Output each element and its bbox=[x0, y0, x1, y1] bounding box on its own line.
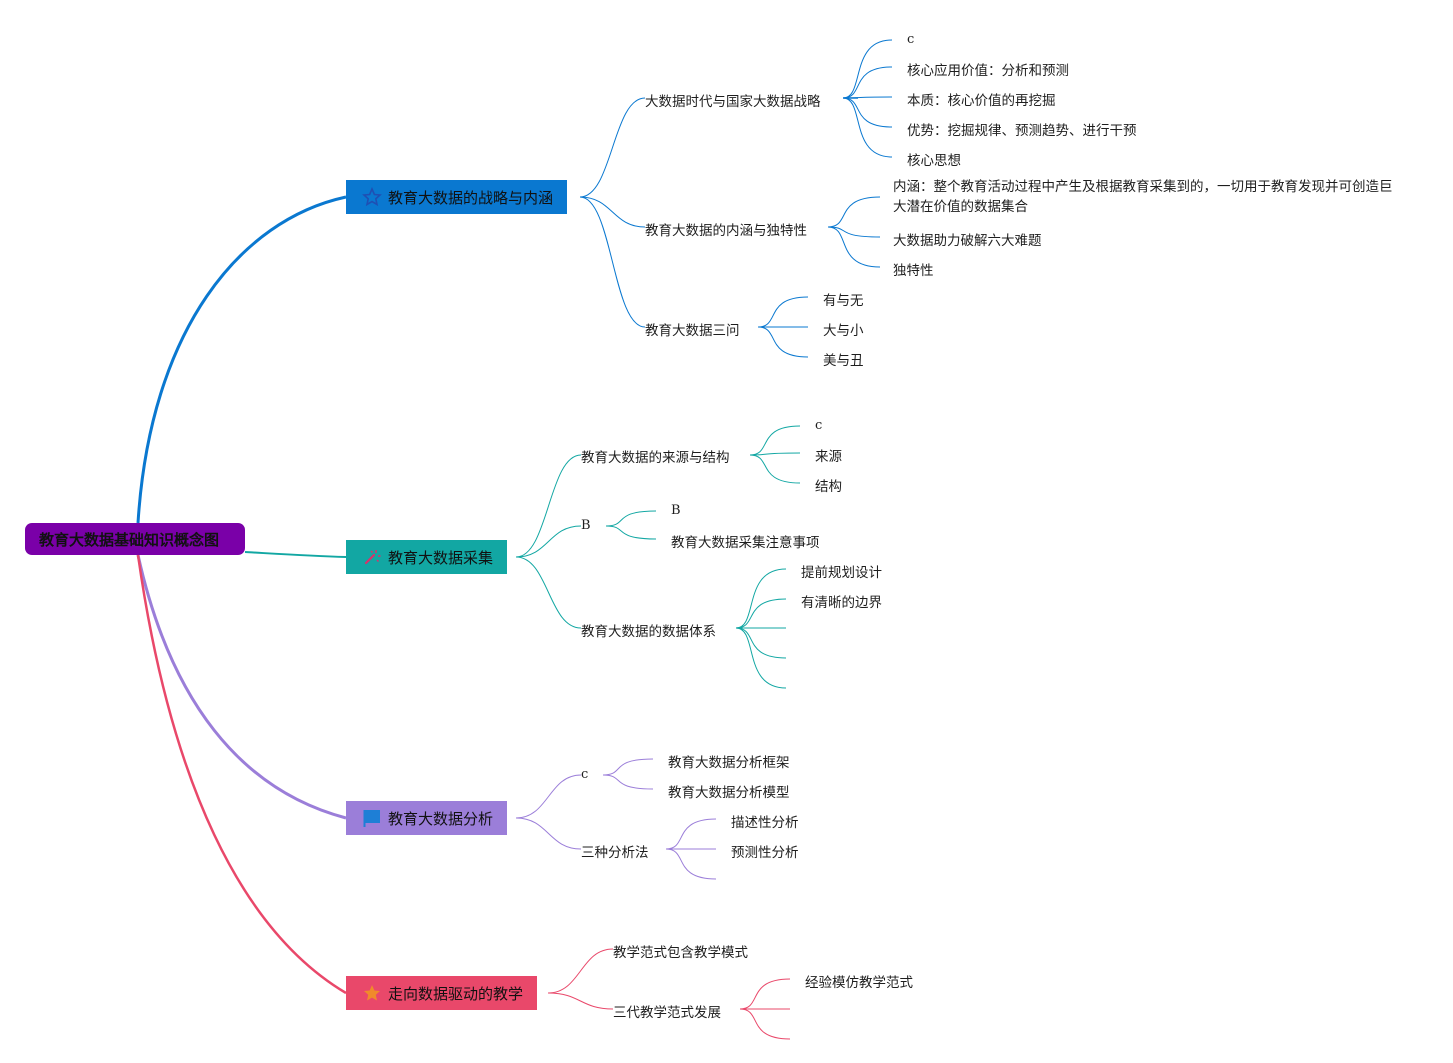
leaf-connector bbox=[665, 848, 717, 880]
main-connector bbox=[244, 551, 347, 558]
branch-label: 教育大数据分析 bbox=[388, 809, 494, 828]
flag-icon bbox=[362, 808, 382, 828]
leaf[interactable]: 优势：挖掘规律、预测趋势、进行干预 bbox=[907, 123, 1137, 139]
star-filled-icon bbox=[362, 983, 382, 1003]
sub-connector bbox=[515, 817, 582, 850]
leaf[interactable]: 教育大数据采集注意事项 bbox=[671, 535, 820, 551]
leaf-connector bbox=[749, 425, 801, 456]
leaf-connector bbox=[735, 627, 787, 659]
leaf-connector bbox=[827, 226, 881, 268]
leaf[interactable]: 独特性 bbox=[893, 263, 934, 279]
subtopic[interactable]: 教育大数据的来源与结构 bbox=[581, 450, 730, 466]
leaf[interactable]: B bbox=[671, 503, 681, 518]
subtopic[interactable]: 教育大数据的数据体系 bbox=[581, 624, 716, 640]
leaf[interactable]: 本质：核心价值的再挖掘 bbox=[907, 93, 1056, 109]
subtopic[interactable]: 教学范式包含教学模式 bbox=[613, 945, 748, 961]
leaf-connector bbox=[735, 627, 787, 689]
branch-strategy[interactable]: 教育大数据的战略与内涵 bbox=[346, 180, 568, 214]
leaf[interactable]: 有清晰的边界 bbox=[801, 595, 882, 611]
leaf[interactable]: c bbox=[815, 418, 823, 433]
leaf[interactable]: 核心思想 bbox=[907, 153, 961, 169]
leaf[interactable]: 教育大数据分析框架 bbox=[668, 755, 790, 771]
subtopic[interactable]: c bbox=[581, 767, 589, 782]
leaf-connector bbox=[605, 510, 657, 527]
leaf[interactable]: 经验模仿教学范式 bbox=[805, 975, 913, 991]
leaf[interactable]: 来源 bbox=[815, 449, 842, 465]
branch-label: 教育大数据的战略与内涵 bbox=[388, 188, 554, 207]
leaf[interactable]: 提前规划设计 bbox=[801, 565, 882, 581]
leaf[interactable]: 核心应用价值：分析和预测 bbox=[907, 63, 1069, 79]
root-node[interactable]: 教育大数据基础知识概念图 bbox=[25, 523, 245, 555]
branch-collection[interactable]: 教育大数据采集 bbox=[346, 540, 508, 574]
sub-connector bbox=[547, 948, 614, 994]
leaf-connector bbox=[827, 196, 881, 228]
branch-data-driven[interactable]: 走向数据驱动的教学 bbox=[346, 976, 538, 1010]
branch-analysis[interactable]: 教育大数据分析 bbox=[346, 801, 508, 835]
subtopic[interactable]: 三代教学范式发展 bbox=[613, 1005, 721, 1021]
sub-connector bbox=[547, 992, 614, 1010]
leaf-connector bbox=[842, 97, 893, 158]
subtopic[interactable]: 大数据时代与国家大数据战略 bbox=[645, 94, 821, 110]
sub-connector bbox=[579, 97, 646, 198]
main-connector bbox=[136, 195, 347, 524]
sub-connector bbox=[515, 525, 582, 558]
leaf-connector bbox=[757, 326, 809, 358]
leaf-connector bbox=[842, 66, 893, 99]
branch-label: 教育大数据采集 bbox=[388, 548, 494, 567]
leaf[interactable]: 内涵：整个教育活动过程中产生及根据教育采集到的，一切用于教育发现并可创造巨大潜在… bbox=[893, 179, 1393, 215]
leaf[interactable]: 有与无 bbox=[823, 293, 864, 309]
star-outline-icon bbox=[362, 187, 382, 207]
leaf[interactable]: 大与小 bbox=[823, 323, 864, 339]
sub-connector bbox=[515, 556, 582, 629]
leaf[interactable]: 预测性分析 bbox=[731, 845, 799, 861]
leaf-connector bbox=[757, 296, 809, 328]
leaf-connector bbox=[842, 39, 893, 99]
branch-label: 走向数据驱动的教学 bbox=[388, 984, 524, 1003]
subtopic[interactable]: 三种分析法 bbox=[581, 845, 649, 861]
leaf-connector bbox=[739, 1008, 791, 1040]
subtopic[interactable]: 教育大数据三问 bbox=[645, 323, 740, 339]
sub-connector bbox=[515, 454, 582, 558]
sub-connector bbox=[579, 196, 646, 228]
leaf-connector bbox=[665, 818, 717, 850]
leaf-connector bbox=[605, 525, 657, 540]
leaf-connector bbox=[602, 774, 654, 790]
leaf[interactable]: 教育大数据分析模型 bbox=[668, 785, 790, 801]
main-connector bbox=[136, 554, 347, 820]
leaf-connector bbox=[739, 978, 791, 1010]
leaf-connector bbox=[827, 226, 881, 238]
leaf-connector bbox=[749, 454, 801, 484]
leaf-connector bbox=[735, 598, 787, 629]
sub-connector bbox=[515, 774, 582, 819]
leaf[interactable]: 大数据助力破解六大难题 bbox=[893, 233, 1042, 249]
magic-wand-icon bbox=[362, 547, 382, 567]
leaf-connector bbox=[749, 452, 801, 456]
leaf-connector bbox=[735, 568, 787, 629]
leaf-connector bbox=[602, 758, 654, 776]
main-connector bbox=[136, 554, 347, 995]
subtopic[interactable]: 教育大数据的内涵与独特性 bbox=[645, 223, 807, 239]
leaf-connector bbox=[842, 97, 893, 128]
leaf[interactable]: 美与丑 bbox=[823, 353, 864, 369]
leaf[interactable]: 结构 bbox=[815, 479, 842, 495]
root-label: 教育大数据基础知识概念图 bbox=[39, 530, 220, 549]
leaf[interactable]: c bbox=[907, 32, 915, 47]
leaf[interactable]: 描述性分析 bbox=[731, 815, 799, 831]
subtopic[interactable]: B bbox=[581, 518, 591, 533]
sub-connector bbox=[579, 196, 646, 328]
